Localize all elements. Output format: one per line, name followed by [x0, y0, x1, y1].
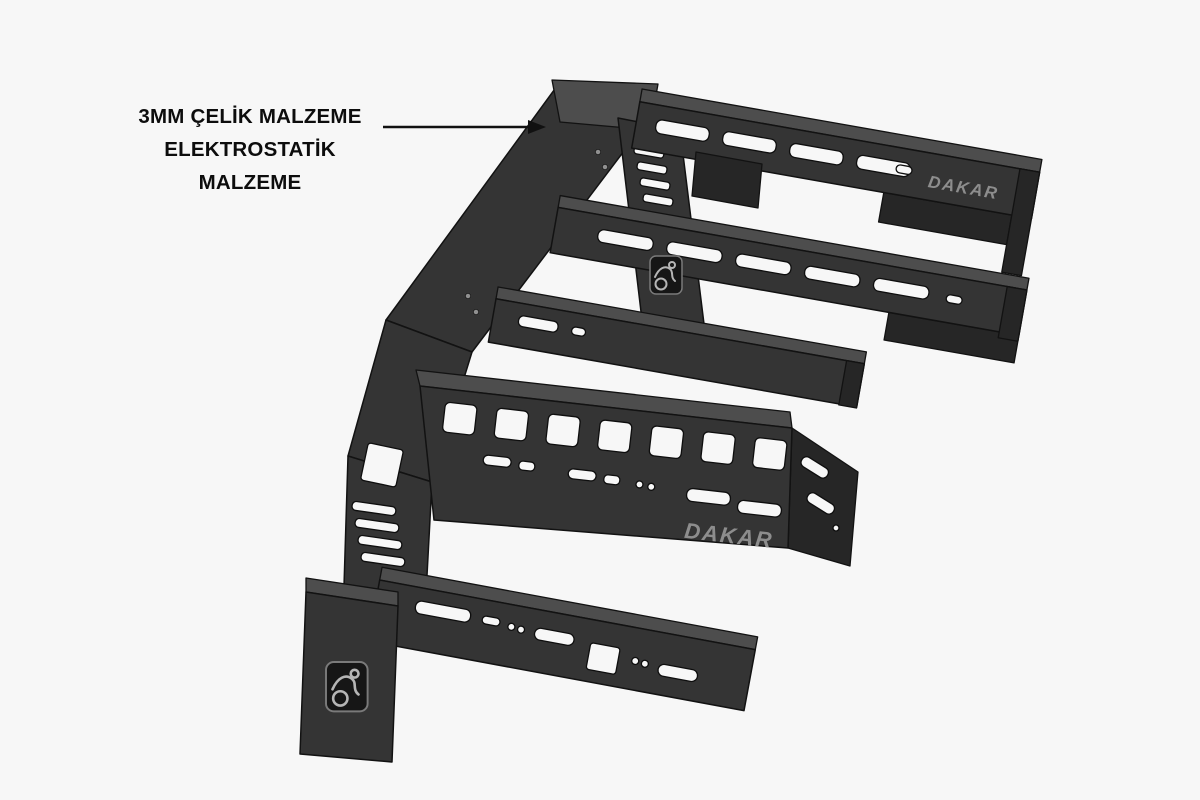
dakar-rider-logo-icon — [325, 661, 369, 713]
third-rail — [487, 286, 868, 409]
top-rail-support — [691, 151, 763, 209]
side-panel: DAKAR — [415, 369, 859, 567]
panel-end-cap — [787, 427, 859, 567]
arrow-right-icon — [383, 120, 546, 134]
top-corner — [551, 79, 659, 170]
annotation-label: 3MM ÇELİK MALZEME ELEKTROSTATİK MALZEME — [116, 100, 384, 200]
top-rail: DAKAR — [630, 88, 1043, 277]
second-rail — [549, 194, 1030, 364]
dakar-rider-logo-icon — [649, 255, 683, 295]
bottom-rail — [367, 566, 759, 712]
annotation-line-1: 3MM ÇELİK MALZEME — [138, 105, 362, 128]
left-pillar — [343, 81, 653, 595]
annotation-line-2: ELEKTROSTATİK MALZEME — [164, 138, 336, 195]
